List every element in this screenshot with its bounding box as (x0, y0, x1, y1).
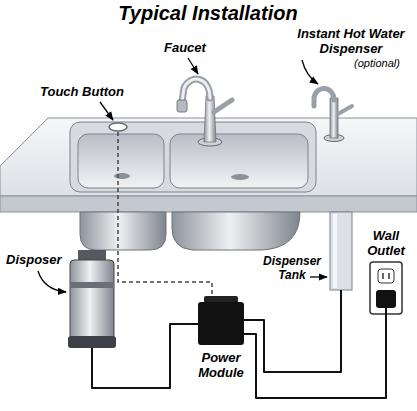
tank-highlight (333, 214, 337, 288)
diagram-title: Typical Installation (118, 1, 297, 25)
button-air-line (118, 132, 212, 296)
part-label: Instant Hot Water Dispenser (289, 26, 413, 56)
faucet-spout (182, 79, 210, 102)
part-label: Disposer (6, 252, 62, 267)
disposer-body (70, 260, 114, 340)
faucet-body (204, 96, 216, 142)
part-label: (optional) (354, 57, 400, 70)
leader-arrow (188, 58, 198, 74)
plug (376, 290, 396, 308)
dispenser-tank (330, 212, 352, 290)
faucet-spout-shine (182, 79, 210, 102)
faucet-handle (214, 100, 232, 112)
leader-arrow (310, 276, 327, 277)
right-bowl (172, 212, 300, 250)
part-label: Faucet (164, 40, 206, 55)
part-label: Power Module (198, 350, 244, 380)
receptacle-slot (388, 273, 390, 279)
leader-arrow (302, 60, 318, 84)
receptacle (378, 269, 394, 283)
disposer-flange (78, 250, 106, 260)
disposer-cord (92, 324, 198, 388)
sink-rim (70, 122, 316, 192)
wall-outlet (370, 262, 402, 314)
countertop-edge (0, 196, 417, 212)
drain (231, 174, 249, 180)
left-bowl (80, 212, 166, 250)
dispenser-post (330, 98, 338, 138)
left-basin (78, 134, 164, 188)
right-basin (170, 134, 308, 188)
part-label: Dispenser Tank (263, 254, 321, 282)
dispenser-lever (338, 106, 352, 114)
disposer-band (70, 282, 114, 288)
part-label: Wall Outlet (367, 228, 405, 258)
tank-cord (244, 290, 341, 372)
faucet-head (177, 100, 187, 112)
dispenser-spout (314, 88, 334, 106)
outlet-cord (244, 308, 386, 398)
part-label: Touch Button (40, 84, 124, 99)
power-module (198, 302, 244, 345)
disposer-base (68, 336, 116, 348)
leader-arrow (100, 102, 113, 120)
receptacle-slot (382, 273, 384, 279)
drain (114, 173, 130, 179)
touch-button (109, 123, 127, 131)
leader-arrow (38, 271, 66, 292)
